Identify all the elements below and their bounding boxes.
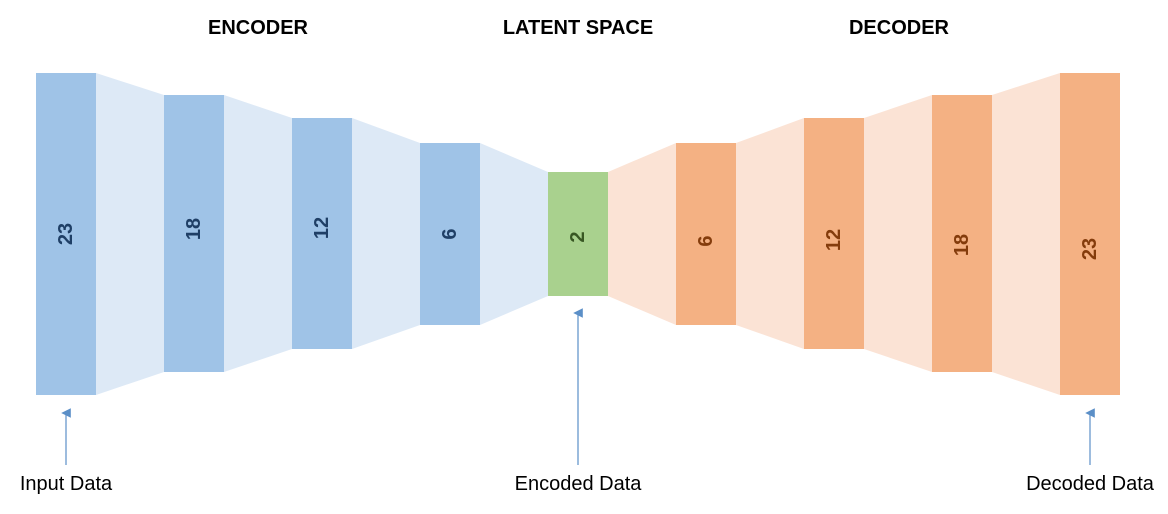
decoder-connector-2 [736, 118, 804, 349]
encoder-header: ENCODER [208, 17, 309, 39]
decoder-layer-3-label: 18 [951, 234, 973, 256]
decoder-layer-2 [804, 118, 864, 349]
decoder-layer-1-label: 6 [695, 235, 717, 246]
decoder-layer-3 [932, 95, 992, 372]
encoder-connector-2 [224, 95, 292, 372]
encoder-layer-1 [36, 73, 96, 395]
decoder-connector-3 [864, 95, 932, 372]
decoder-layer-1 [676, 143, 736, 325]
encoder-layer-1-label: 23 [55, 223, 77, 245]
decoded-data-caption: Decoded Data [1026, 473, 1155, 495]
decoder-connector-4 [992, 73, 1060, 395]
encoder-connector-3 [352, 118, 420, 349]
latent-space-header: LATENT SPACE [503, 17, 653, 39]
decoder-layer-4 [1060, 73, 1120, 395]
encoder-connector-1 [96, 73, 164, 395]
encoder-connector-4 [480, 143, 548, 325]
encoder-layer-2 [164, 95, 224, 372]
decoder-connector-1 [608, 143, 676, 325]
encoder-layer-4 [420, 143, 480, 325]
encoded-data-caption: Encoded Data [515, 473, 643, 495]
decoder-header: DECODER [849, 17, 950, 39]
decoder-layer-4-label: 23 [1079, 238, 1101, 260]
encoder-layer-3-label: 12 [311, 217, 333, 239]
encoder-layer-4-label: 6 [439, 228, 461, 239]
latent-layer-label: 2 [567, 231, 589, 242]
encoder-layer-2-label: 18 [183, 218, 205, 240]
latent-layer [548, 172, 608, 296]
input-data-caption: Input Data [20, 473, 113, 495]
decoder-layer-2-label: 12 [823, 229, 845, 251]
encoder-layer-3 [292, 118, 352, 349]
